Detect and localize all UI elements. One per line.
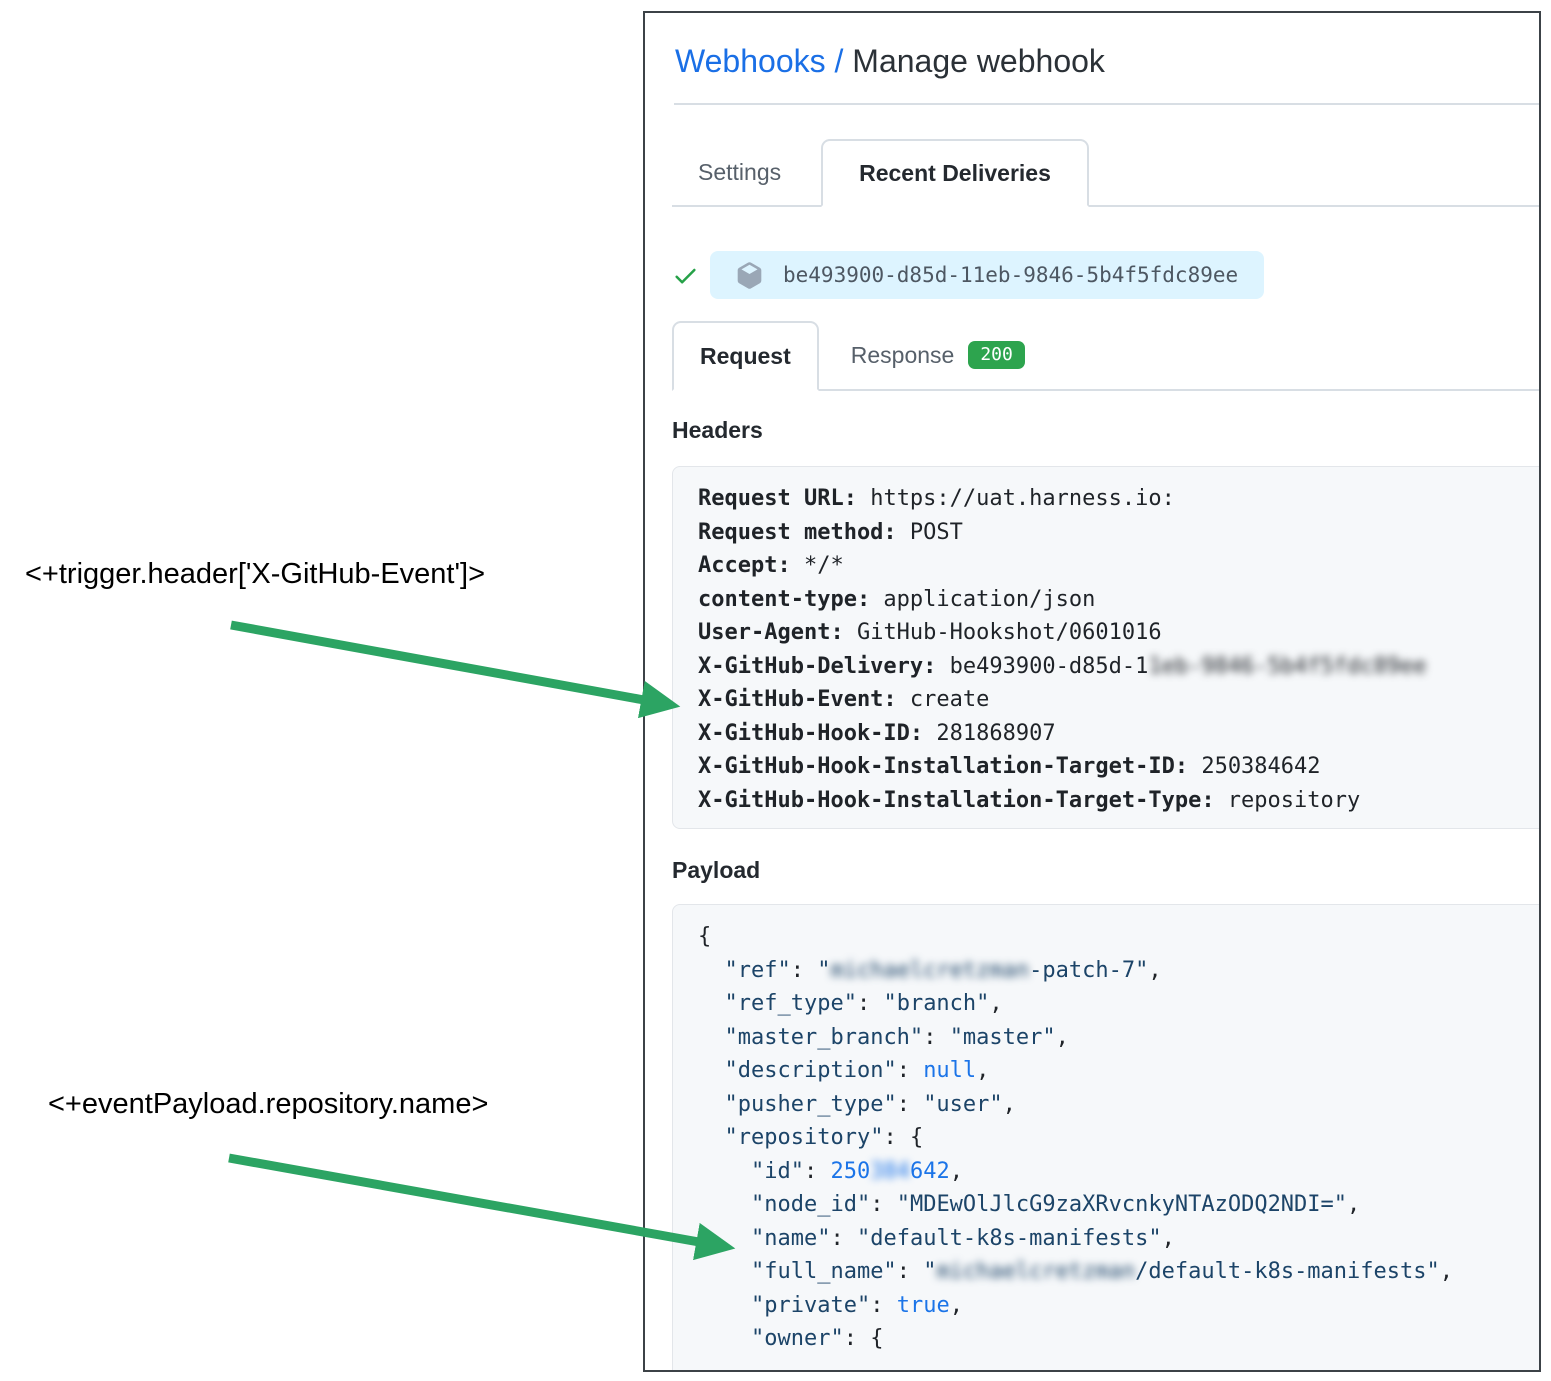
delivery-id-pill[interactable]: be493900-d85d-11eb-9846-5b4f5fdc89ee [710,251,1265,299]
payload-line: "master_branch": "master", [724,1024,1069,1050]
redacted-text: michaelcretzman [830,957,1030,983]
payload-line: "owner": { [750,1326,884,1351]
header-line: X-GitHub-Hook-Installation-Target-Type: … [698,787,1361,813]
header-line: Request URL: https://uat.harness.io: [698,486,1175,511]
payload-line: "repository": { [724,1125,924,1150]
header-line: X-GitHub-Event: create [698,687,990,712]
arrow-to-github-event [230,620,681,719]
tab-settings[interactable]: Settings [698,158,782,185]
delivery-row: be493900-d85d-11eb-9846-5b4f5fdc89ee [672,251,1539,299]
payload-line: "name": "default-k8s-manifests", [750,1225,1175,1251]
breadcrumb-webhooks-link[interactable]: Webhooks [675,43,826,79]
breadcrumb-separator: / [825,43,853,79]
redacted-text: 1eb-9846-5b4f5fdc89ee [1148,653,1427,679]
payload-line: "description": null, [724,1058,990,1083]
payload-line: "ref_type": "branch", [724,991,1003,1016]
payload-expression-label: <+eventPayload.repository.name> [48,1088,489,1120]
trigger-expression-label: <+trigger.header['X-GitHub-Event']> [25,558,486,590]
payload-line: "pusher_type": "user", [724,1091,1016,1117]
payload-line: { [698,924,712,949]
title-divider [674,103,1539,105]
tab-request[interactable]: Request [672,321,819,391]
delivery-id: be493900-d85d-11eb-9846-5b4f5fdc89ee [783,263,1239,287]
headers-box: Request URL: https://uat.harness.io: Requ… [672,466,1539,829]
redacted-text: michaelcretzman [936,1259,1136,1284]
header-line: Request method: POST [698,519,963,545]
header-line: X-GitHub-Hook-Installation-Target-ID: 25… [698,754,1321,779]
header-line: Accept: */* [698,553,844,578]
request-response-tabs: Request Response 200 [672,321,1539,391]
redacted-text: 384 [870,1158,910,1184]
payload-line: "node_id": "MDEwOlJlcG9zaXRvcnkyNTAzODQ2… [750,1192,1361,1217]
response-status-badge: 200 [968,341,1025,369]
tab-response[interactable]: Response 200 [825,321,1051,389]
header-line: X-GitHub-Hook-ID: 281868907 [698,720,1056,746]
payload-heading: Payload [672,857,761,883]
headers-heading: Headers [672,417,763,443]
check-icon [675,268,696,284]
header-line: X-GitHub-Delivery: be493900-d85d-11eb-98… [698,653,1427,679]
package-icon [737,261,762,289]
tab-recent-deliveries[interactable]: Recent Deliveries [821,139,1089,207]
tab-response-label: Response [850,341,955,368]
payload-line: "ref": "michaelcretzman-patch-7", [724,957,1162,983]
payload-box: { "ref": "michaelcretzman-patch-7", "ref… [672,904,1539,1370]
header-line: User-Agent: GitHub-Hookshot/0601016 [698,620,1162,645]
payload-line: "full_name": "michaelcretzman/default-k8… [750,1259,1454,1284]
page-title: Manage webhook [852,43,1105,79]
manage-webhook-panel: Webhooks / Manage webhook Settings Recen… [643,11,1541,1372]
arrow-to-repository-name [228,1153,736,1261]
header-line: content-type: application/json [698,586,1096,612]
breadcrumb: Webhooks / Manage webhook [675,43,1539,80]
webhook-tabs: Settings Recent Deliveries [672,139,1539,207]
payload-line: "id": 250384642, [750,1158,963,1184]
payload-line: "private": true, [750,1292,963,1318]
